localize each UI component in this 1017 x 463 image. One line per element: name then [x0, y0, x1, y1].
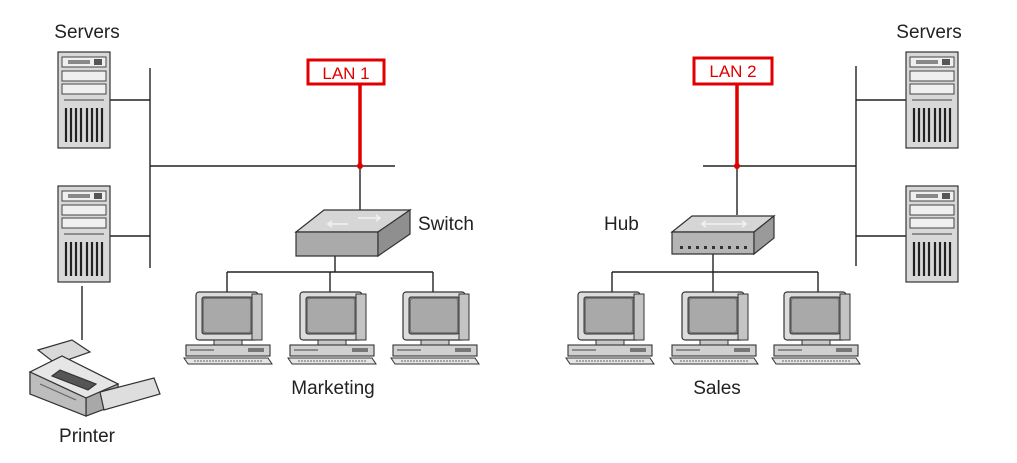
server-icon: [56, 184, 112, 284]
switch-icon: [294, 208, 412, 258]
lan1-label: LAN 1: [322, 64, 369, 83]
hub-label: Hub: [604, 214, 639, 235]
marketing-label: Marketing: [291, 378, 374, 399]
workstation-icon: [183, 291, 273, 365]
workstation-icon: [669, 291, 759, 365]
server-icon: [56, 50, 112, 150]
hub-icon: [670, 214, 776, 256]
left-network-wiring: [81, 68, 434, 340]
printer-icon: [28, 339, 161, 417]
lan2-marker: LAN 2: [692, 56, 774, 169]
switch-label: Switch: [418, 214, 474, 235]
sales-label: Sales: [693, 378, 741, 399]
workstation-icon: [565, 291, 655, 365]
printer-label: Printer: [59, 426, 116, 447]
servers-left-label: Servers: [54, 22, 119, 43]
lan1-marker: LAN 1: [306, 58, 386, 169]
servers-right-label: Servers: [896, 22, 961, 43]
workstation-icon: [771, 291, 861, 365]
server-icon: [904, 50, 960, 150]
lan2-label: LAN 2: [709, 62, 756, 81]
server-icon: [904, 184, 960, 284]
right-network-wiring: [611, 66, 906, 292]
workstation-icon: [390, 291, 480, 365]
workstation-icon: [287, 291, 377, 365]
